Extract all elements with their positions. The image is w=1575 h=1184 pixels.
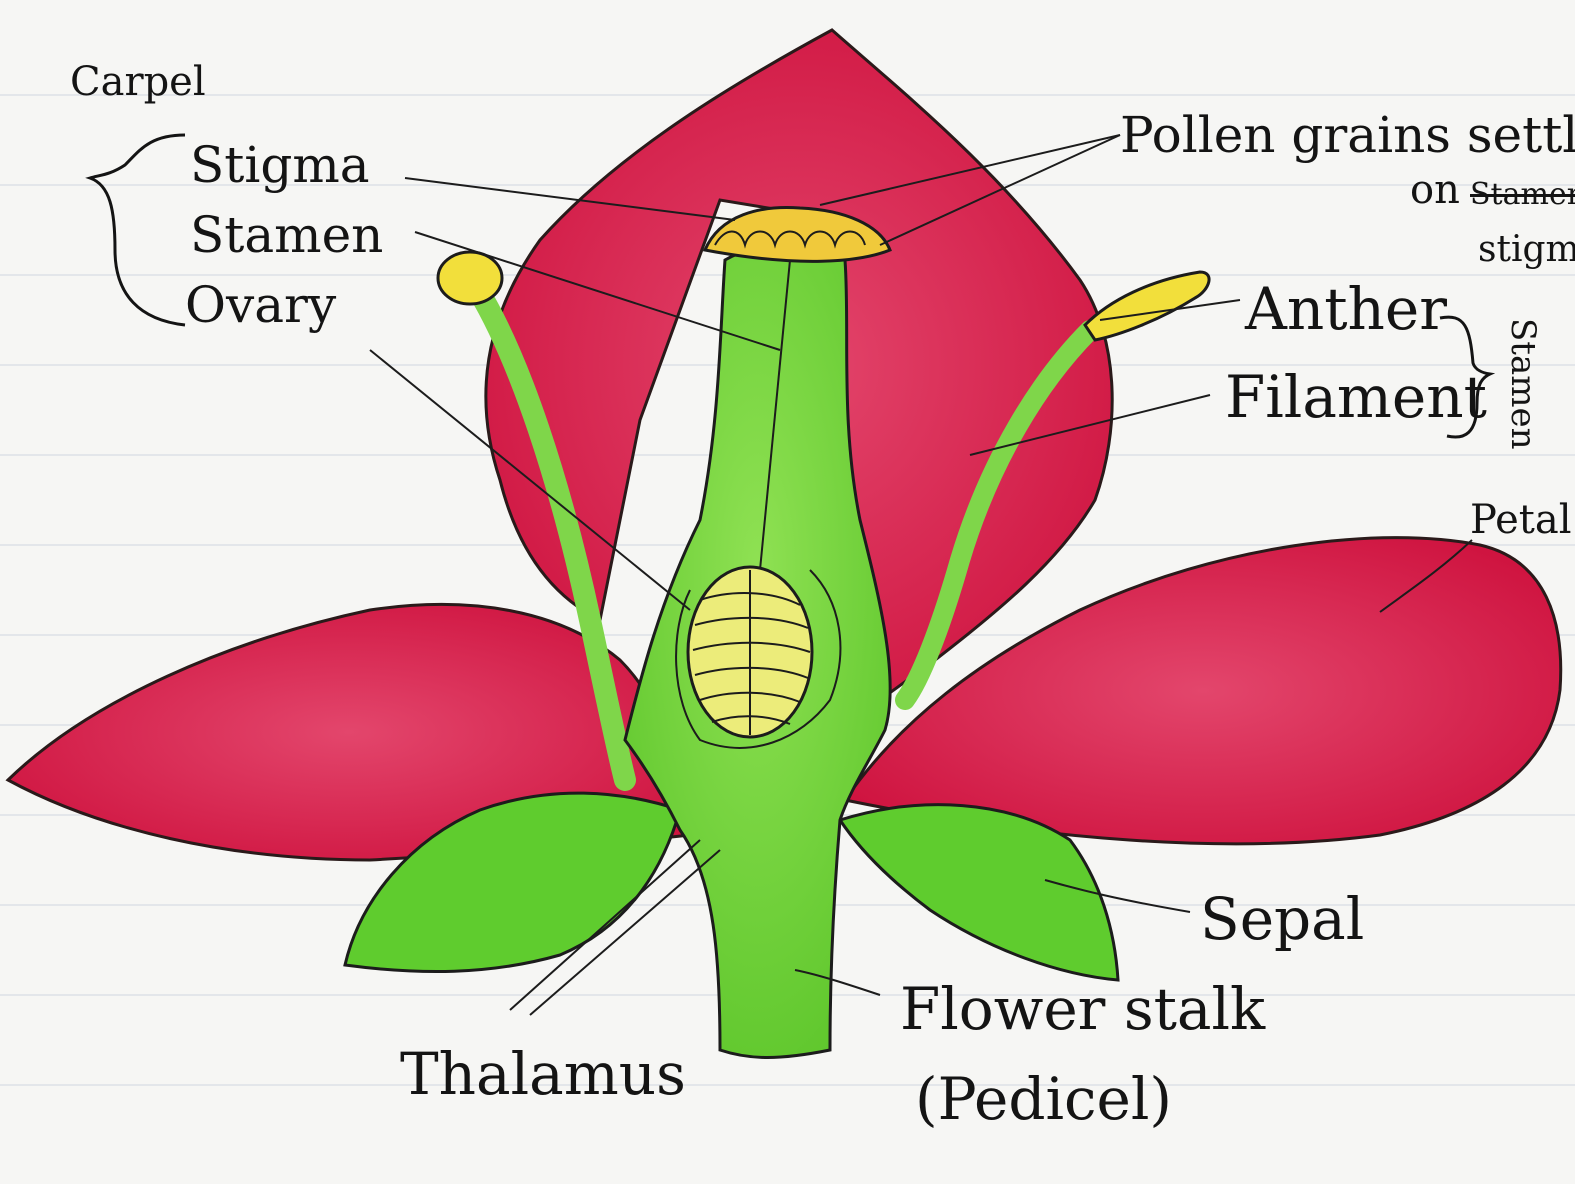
label-pollen-line1: Pollen grains settles bbox=[1120, 110, 1575, 160]
label-pollen-stigma: stigma bbox=[1478, 232, 1575, 268]
label-flower-stalk: Flower stalk bbox=[900, 980, 1265, 1038]
label-thalamus: Thalamus bbox=[400, 1045, 686, 1103]
left-anther bbox=[438, 252, 502, 304]
label-anther: Anther bbox=[1245, 280, 1447, 338]
label-sepal: Sepal bbox=[1200, 890, 1364, 948]
carpel-bracket bbox=[80, 120, 200, 340]
label-pollen-on: on bbox=[1410, 170, 1460, 210]
label-ovary: Ovary bbox=[185, 280, 336, 330]
label-stigma: Stigma bbox=[190, 140, 370, 190]
label-stamen-carpel: Stamen bbox=[190, 210, 383, 260]
label-petal: Petal bbox=[1470, 500, 1572, 540]
right-anther bbox=[1085, 272, 1209, 340]
label-carpel: Carpel bbox=[70, 62, 206, 102]
label-pollen-struck: Stamen bbox=[1470, 180, 1575, 210]
label-stamen-group: Stamen bbox=[1506, 318, 1540, 449]
label-pedicel: (Pedicel) bbox=[915, 1070, 1172, 1128]
stamen-bracket bbox=[1435, 308, 1495, 448]
